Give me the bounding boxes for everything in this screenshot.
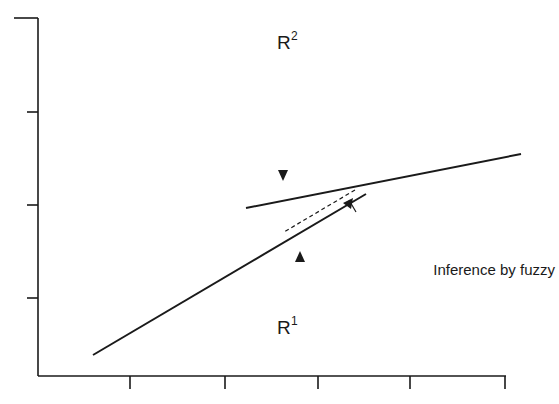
small-arrow xyxy=(349,200,356,212)
annotation-text: Inference by fuzzy xyxy=(433,262,555,277)
region-superscript: 1 xyxy=(291,315,298,327)
dashed-line xyxy=(284,190,355,232)
region-label: R xyxy=(277,33,291,52)
arrow-head xyxy=(295,251,305,262)
upper-line xyxy=(246,154,521,208)
region-label: R xyxy=(277,318,291,337)
axes xyxy=(14,18,506,389)
lower-line xyxy=(93,194,366,355)
arrow-head xyxy=(278,170,288,181)
region-superscript: 2 xyxy=(291,30,298,42)
